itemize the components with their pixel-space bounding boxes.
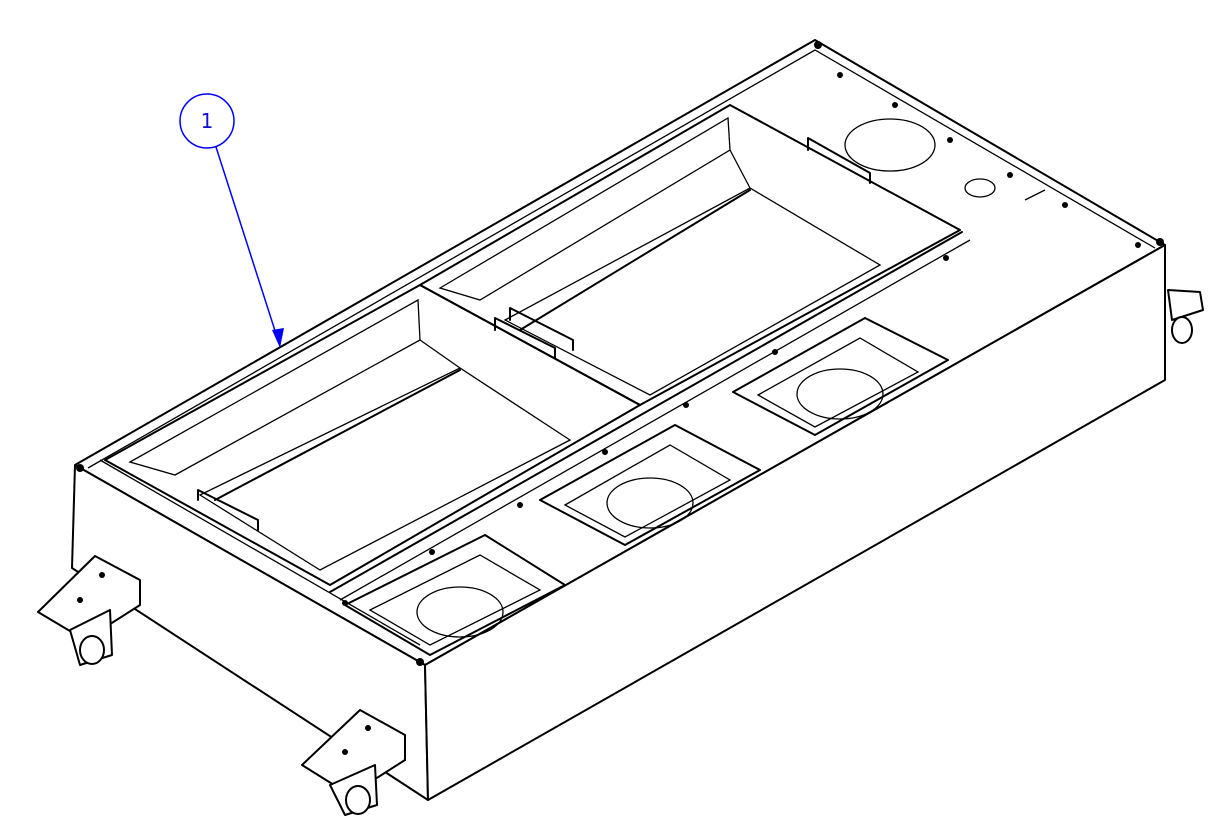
motor-pockets <box>344 317 949 656</box>
cart-body <box>71 39 1166 801</box>
top-panel-features <box>76 41 1164 666</box>
leader-arrowhead <box>272 328 284 348</box>
casters <box>37 289 1204 816</box>
caster-front-right <box>301 709 406 816</box>
tray-right <box>419 104 961 406</box>
balloon-callout: 1 <box>179 93 284 348</box>
balloon-circle <box>179 93 235 149</box>
handles <box>197 137 871 531</box>
balloon-label: 1 <box>201 109 214 133</box>
leader-line <box>215 146 279 341</box>
caster-back-right <box>1167 289 1204 344</box>
caster-front-left <box>37 555 141 666</box>
tray-left <box>104 284 641 586</box>
divider-rail <box>329 231 971 601</box>
